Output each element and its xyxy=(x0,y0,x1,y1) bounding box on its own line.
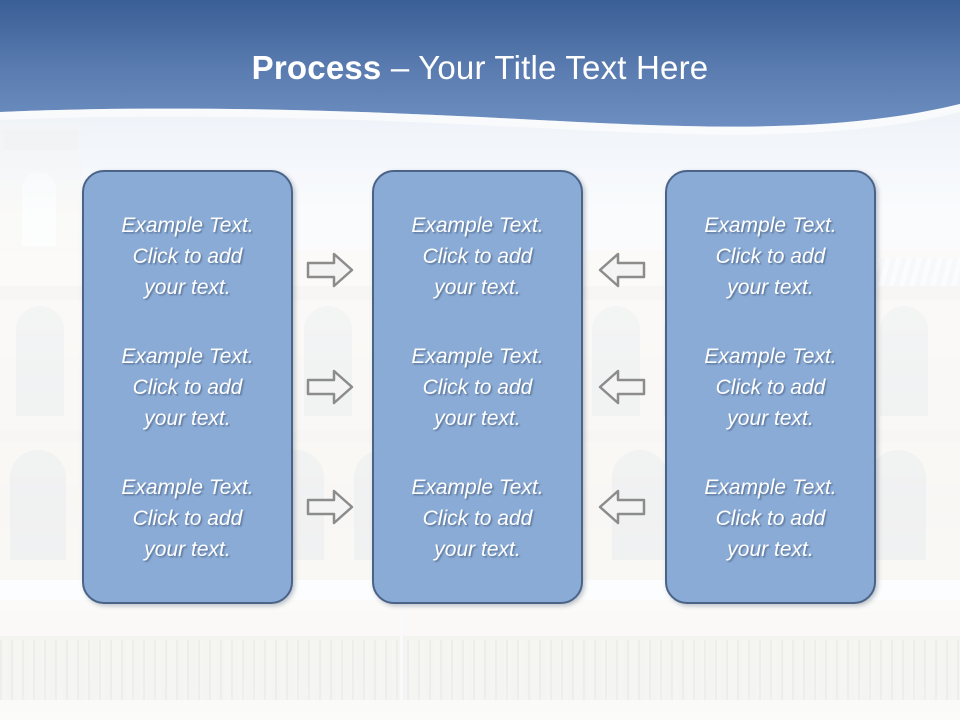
arrow-left-icon[interactable] xyxy=(598,368,646,406)
page-title: Process – Your Title Text Here xyxy=(0,48,960,88)
process-text-line2: Click to add xyxy=(132,244,243,268)
process-text-line1: Example Text. xyxy=(411,213,544,237)
process-text-line1: Example Text. xyxy=(704,213,837,237)
arrow-left-icon[interactable] xyxy=(598,251,646,289)
process-text-line2: Click to add xyxy=(715,244,826,268)
process-text-block: Example Text. Click to add your text. xyxy=(704,210,836,303)
process-text-line3: your text. xyxy=(434,406,521,430)
process-box-column-3[interactable]: Example Text. Click to add your text. Ex… xyxy=(665,170,876,604)
process-text-line2: Click to add xyxy=(422,506,533,530)
title-rest: Your Title Text Here xyxy=(418,49,709,86)
process-box-column-2[interactable]: Example Text. Click to add your text. Ex… xyxy=(372,170,583,604)
title-bold-part: Process xyxy=(251,49,382,86)
process-text-line1: Example Text. xyxy=(121,475,254,499)
process-text-block: Example Text. Click to add your text. xyxy=(411,210,543,303)
process-text-line3: your text. xyxy=(434,537,521,561)
process-text-line2: Click to add xyxy=(715,506,826,530)
process-text-line2: Click to add xyxy=(715,375,826,399)
arrow-right-icon[interactable] xyxy=(306,368,354,406)
process-text-line2: Click to add xyxy=(132,506,243,530)
process-text-line3: your text. xyxy=(434,275,521,299)
arrow-right-icon[interactable] xyxy=(306,251,354,289)
header-band xyxy=(0,0,960,150)
process-text-line1: Example Text. xyxy=(411,475,544,499)
process-text-line1: Example Text. xyxy=(411,344,544,368)
process-text-block: Example Text. Click to add your text. xyxy=(411,341,543,434)
process-text-block: Example Text. Click to add your text. xyxy=(121,210,253,303)
process-box-column-1[interactable]: Example Text. Click to add your text. Ex… xyxy=(82,170,293,604)
arrow-left-icon[interactable] xyxy=(598,488,646,526)
process-text-line1: Example Text. xyxy=(704,344,837,368)
process-text-line1: Example Text. xyxy=(121,213,254,237)
process-text-line1: Example Text. xyxy=(704,475,837,499)
process-text-line3: your text. xyxy=(144,406,231,430)
process-text-block: Example Text. Click to add your text. xyxy=(704,341,836,434)
process-text-line1: Example Text. xyxy=(121,344,254,368)
process-text-line2: Click to add xyxy=(132,375,243,399)
process-text-line3: your text. xyxy=(727,537,814,561)
process-text-block: Example Text. Click to add your text. xyxy=(411,472,543,565)
process-text-block: Example Text. Click to add your text. xyxy=(121,341,253,434)
process-text-line3: your text. xyxy=(144,275,231,299)
process-text-line3: your text. xyxy=(727,406,814,430)
process-text-line2: Click to add xyxy=(422,244,533,268)
process-text-block: Example Text. Click to add your text. xyxy=(121,472,253,565)
process-text-block: Example Text. Click to add your text. xyxy=(704,472,836,565)
arrow-right-icon[interactable] xyxy=(306,488,354,526)
title-separator: – xyxy=(381,49,419,86)
process-text-line3: your text. xyxy=(144,537,231,561)
process-text-line3: your text. xyxy=(727,275,814,299)
process-text-line2: Click to add xyxy=(422,375,533,399)
